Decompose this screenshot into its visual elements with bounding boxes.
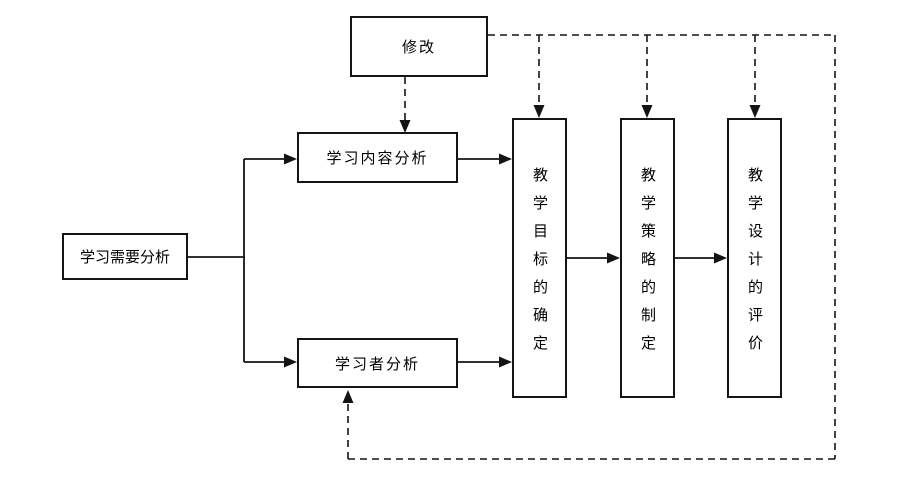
node-needs-analysis-label: 学习需要分析: [79, 248, 170, 266]
edge-modify-to-content: [399, 77, 411, 133]
node-modify-label: 修改: [401, 38, 436, 56]
edge-strategies-to-evaluation: [675, 252, 727, 264]
edge-needs-to-content: [244, 153, 297, 165]
node-evaluation-label: 教学设计的评价: [746, 166, 764, 363]
node-strategies-label: 教学策略的制定: [639, 166, 657, 363]
node-learner-analysis: 学习者分析: [297, 338, 458, 388]
node-strategies: 教学策略的制定: [620, 118, 675, 398]
node-needs-analysis: 学习需要分析: [62, 233, 188, 280]
edge-feedback-to-learner: [342, 390, 354, 459]
edge-modify-feedback-rail: [348, 34, 836, 460]
node-modify: 修改: [350, 16, 488, 77]
edge-modify-to-strategies: [641, 35, 653, 118]
edge-modify-to-objectives: [533, 35, 545, 118]
node-evaluation: 教学设计的评价: [727, 118, 782, 398]
edge-learner-to-objectives: [458, 356, 512, 368]
node-learner-analysis-label: 学习者分析: [334, 354, 420, 373]
edge-objectives-to-strategies: [567, 252, 620, 264]
edge-content-to-objectives: [458, 153, 512, 165]
node-objectives-label: 教学目标的确定: [531, 166, 549, 363]
node-objectives: 教学目标的确定: [512, 118, 567, 398]
node-content-analysis-label: 学习内容分析: [326, 149, 429, 167]
edge-modify-to-evaluation: [749, 35, 761, 118]
node-content-analysis: 学习内容分析: [297, 132, 458, 183]
edge-needs-to-learner: [244, 356, 297, 368]
edge-needs-branch: [188, 159, 245, 362]
